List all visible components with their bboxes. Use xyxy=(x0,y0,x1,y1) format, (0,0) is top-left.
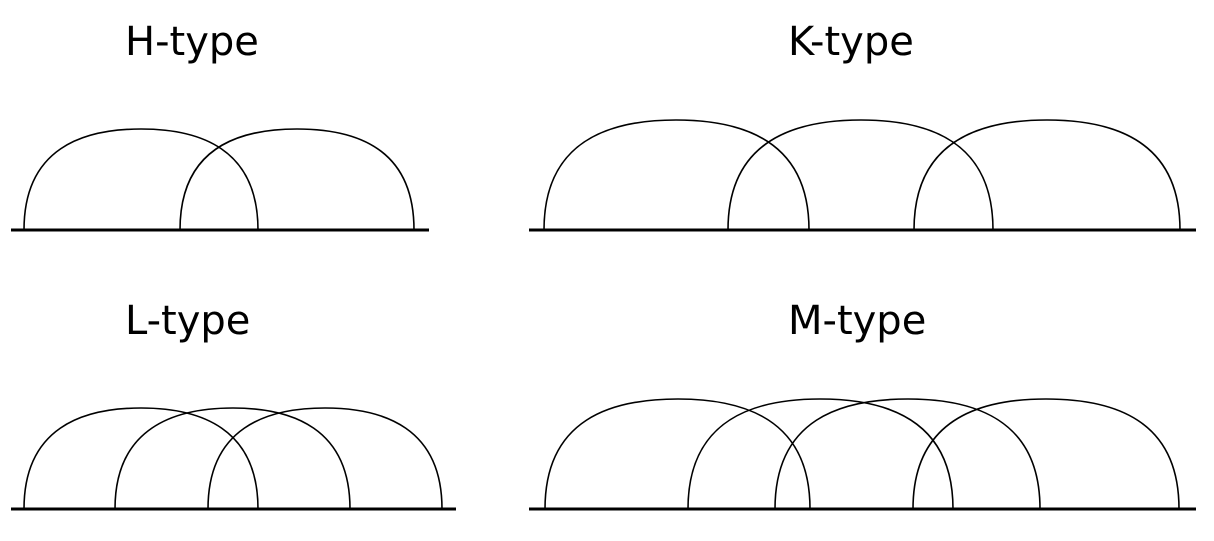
k-type-panel xyxy=(529,119,1196,232)
m-type-label: M-type xyxy=(788,298,927,344)
k-type-arc-3 xyxy=(913,119,1181,231)
m-type-panel xyxy=(529,398,1196,511)
l-type-arc-3 xyxy=(207,407,443,510)
m-type-arc-3 xyxy=(774,398,1041,510)
l-type-label: L-type xyxy=(125,298,251,344)
m-type-arc-2 xyxy=(687,398,954,510)
m-type-arc-4 xyxy=(912,398,1180,510)
h-type-label: H-type xyxy=(125,19,259,65)
l-type-arc-2 xyxy=(114,407,351,510)
h-type-arc-2 xyxy=(179,128,415,231)
h-type-panel xyxy=(11,128,429,232)
m-type-arc-1 xyxy=(544,398,811,510)
k-type-arc-1 xyxy=(543,119,810,231)
k-type-label: K-type xyxy=(788,19,914,65)
k-type-arc-2 xyxy=(727,119,994,231)
l-type-arc-1 xyxy=(23,407,259,510)
l-type-panel xyxy=(11,407,456,511)
h-type-arc-1 xyxy=(23,128,259,231)
